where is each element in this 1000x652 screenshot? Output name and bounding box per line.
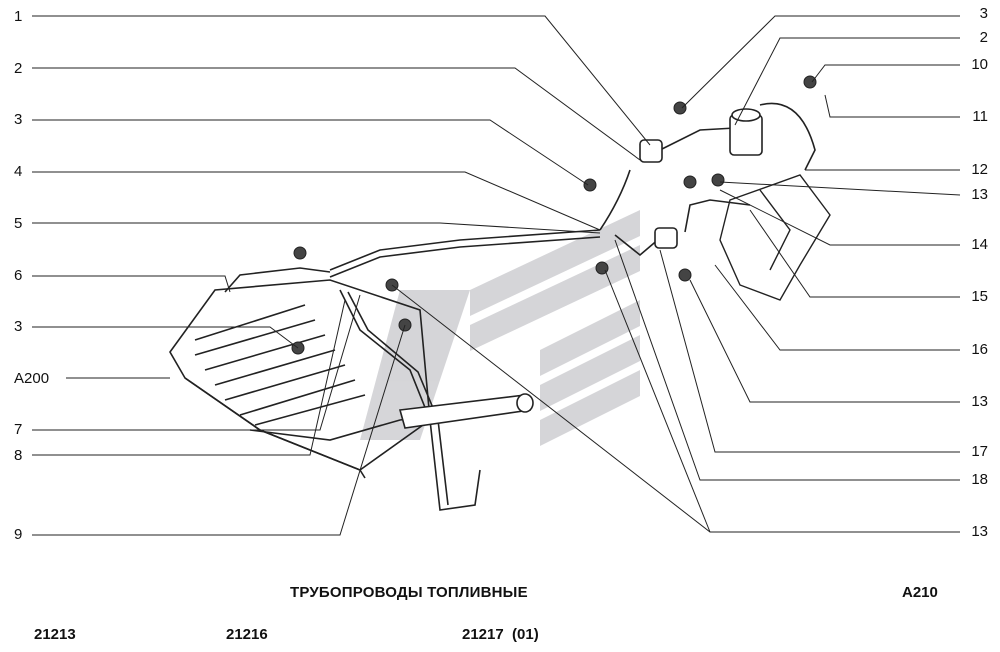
clamps (291, 75, 817, 355)
callout-right-10: 13 (971, 393, 988, 410)
callout-left-6: 6 (14, 267, 23, 284)
callout-left-7: 3 (14, 318, 23, 335)
callout-right-1: 3 (979, 5, 988, 22)
fuel-lines (224, 102, 816, 511)
callout-right-13: 13 (971, 523, 988, 540)
callout-right-6: 13 (971, 186, 988, 203)
callout-left-5: 5 (14, 215, 23, 232)
callout-right-12: 18 (971, 471, 988, 488)
callout-right-2: 2 (979, 29, 988, 46)
callout-left-10: 8 (14, 447, 23, 464)
diagram-code: A210 (902, 584, 938, 601)
callout-right-9: 16 (971, 341, 988, 358)
callout-right-11: 17 (971, 443, 988, 460)
callout-left-9: 7 (14, 421, 23, 438)
callout-left-8: A200 (14, 370, 50, 387)
callout-right-7: 14 (971, 236, 988, 253)
callout-right-3: 10 (971, 56, 988, 73)
callout-left-4: 4 (14, 163, 23, 180)
model-21217: 21217 (01) (462, 626, 539, 643)
fuel-pump (729, 108, 763, 156)
model-21216: 21216 (226, 626, 268, 643)
diagram-title: ТРУБОПРОВОДЫ ТОПЛИВНЫЕ (290, 584, 528, 601)
model-21213: 21213 (34, 626, 76, 643)
callout-left-11: 9 (14, 526, 23, 543)
callout-left-2: 2 (14, 60, 23, 77)
leader-lines (32, 15, 961, 536)
callout-right-5: 12 (971, 161, 988, 178)
callout-right-4: 11 (972, 108, 988, 125)
fuel-filter (639, 139, 678, 249)
callout-right-8: 15 (971, 288, 988, 305)
filler-neck (398, 393, 534, 429)
carburetor (719, 174, 831, 301)
callout-left-3: 3 (14, 111, 23, 128)
callout-left-1: 1 (14, 8, 23, 25)
